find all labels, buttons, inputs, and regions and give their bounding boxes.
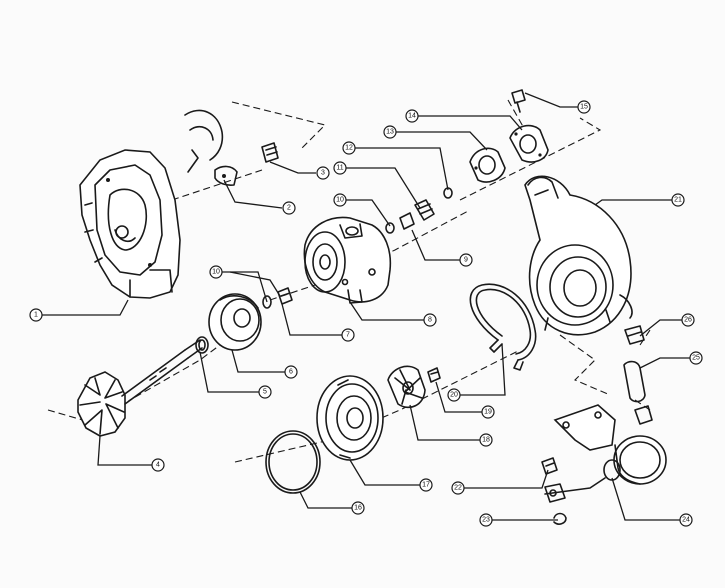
callout-4: 4 <box>151 458 165 472</box>
svg-text:1: 1 <box>34 312 38 319</box>
callout-2: 2 <box>282 201 296 215</box>
svg-text:23: 23 <box>482 517 490 524</box>
svg-text:21: 21 <box>674 197 682 204</box>
svg-text:6: 6 <box>289 369 293 376</box>
actuator-bolt <box>541 457 558 475</box>
outlet-flange <box>469 147 506 183</box>
callout-20: 20 <box>447 388 461 402</box>
boost-hose-clamp-upper <box>624 325 645 345</box>
svg-text:10: 10 <box>212 269 220 276</box>
compressor-housing <box>524 175 633 336</box>
svg-text:10: 10 <box>336 197 344 204</box>
callout-7: 7 <box>341 328 355 342</box>
heat-shield <box>208 293 262 351</box>
svg-text:15: 15 <box>580 104 588 111</box>
svg-text:11: 11 <box>336 165 343 172</box>
callout-3: 3 <box>316 166 330 180</box>
svg-text:9: 9 <box>464 257 468 264</box>
center-housing <box>303 216 392 304</box>
compressor-nut <box>427 367 441 383</box>
boost-hose-clamp-lower <box>634 405 653 425</box>
turbine-wheel-shaft <box>77 339 203 437</box>
flange-bolt <box>511 89 526 113</box>
callout-14: 14 <box>405 109 419 123</box>
svg-text:19: 19 <box>484 409 492 416</box>
svg-text:4: 4 <box>156 462 160 469</box>
svg-text:8: 8 <box>428 317 432 324</box>
svg-text:18: 18 <box>482 437 490 444</box>
svg-text:13: 13 <box>386 129 394 136</box>
callout-16: 16 <box>351 501 365 515</box>
callout-6: 6 <box>284 365 298 379</box>
oil-inlet-fitting <box>385 187 453 234</box>
clamp-bolt <box>261 142 279 163</box>
callout-12: 12 <box>342 141 356 155</box>
svg-text:7: 7 <box>346 332 350 339</box>
actuator-clip <box>553 512 567 525</box>
callout-11: 11 <box>333 161 347 175</box>
callout-10: 10 <box>333 193 347 207</box>
callout-1: 1 <box>29 308 43 322</box>
boost-hose <box>623 360 646 403</box>
callout-9: 9 <box>459 253 473 267</box>
svg-text:16: 16 <box>354 505 362 512</box>
turbine-housing <box>79 149 181 299</box>
svg-text:20: 20 <box>450 392 458 399</box>
callout-5: 5 <box>258 385 272 399</box>
seal-ring-lower <box>262 287 293 309</box>
callout-8: 8 <box>423 313 437 327</box>
outlet-gasket <box>509 124 549 163</box>
svg-text:25: 25 <box>692 355 700 362</box>
callout-17: 17 <box>419 478 433 492</box>
svg-text:24: 24 <box>682 517 690 524</box>
o-ring <box>265 430 321 494</box>
svg-text:12: 12 <box>345 145 353 152</box>
callout-15: 15 <box>577 100 591 114</box>
callout-18: 18 <box>479 433 493 447</box>
callout-19: 19 <box>481 405 495 419</box>
compressor-wheel <box>387 365 426 409</box>
snap-ring <box>469 283 537 371</box>
svg-text:3: 3 <box>321 170 325 177</box>
callout-23: 23 <box>479 513 493 527</box>
wastegate-actuator <box>544 404 667 503</box>
svg-text:26: 26 <box>684 317 692 324</box>
leader-lines <box>42 92 690 521</box>
svg-text:2: 2 <box>287 205 291 212</box>
svg-text:5: 5 <box>263 389 267 396</box>
callout-26: 26 <box>681 313 695 327</box>
callout-21: 21 <box>671 193 685 207</box>
callout-markers: 1 2 3 4 5 6 7 8 9 10 11 12 13 14 15 16 1… <box>29 100 703 527</box>
compressor-back-plate <box>316 375 384 461</box>
svg-text:17: 17 <box>422 482 430 489</box>
callout-10-lower: 10 <box>209 265 223 279</box>
callout-25: 25 <box>689 351 703 365</box>
callout-13: 13 <box>383 125 397 139</box>
v-band-clamp <box>184 109 238 186</box>
callout-24: 24 <box>679 513 693 527</box>
svg-text:22: 22 <box>454 485 462 492</box>
callout-22: 22 <box>451 481 465 495</box>
svg-text:14: 14 <box>408 113 416 120</box>
piston-ring <box>195 336 209 354</box>
